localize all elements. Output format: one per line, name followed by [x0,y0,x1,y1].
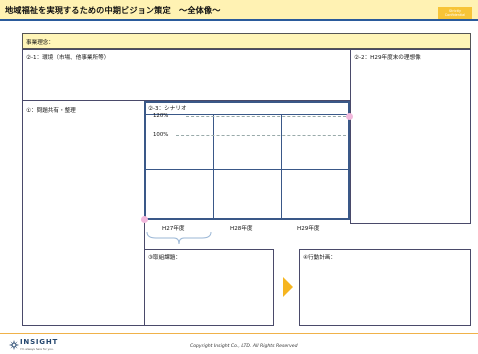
brace-icon [146,231,212,245]
mission-label: 事業理念： [26,40,54,46]
header-band [0,0,478,19]
brand-tagline: I'm always here for you. [20,347,54,351]
insight-logo-icon [8,339,20,351]
tick-100: 100% [153,132,169,138]
tasks-box: ③取組課題： [144,249,274,326]
actions-label: ④行動計画： [303,255,336,261]
issues-box: ①：問題共有・整理 [22,100,145,326]
year-label-h29: H29年度 [297,226,320,232]
scenario-100-gridline [176,135,346,136]
scenario-col-divider-1 [213,114,214,218]
issues-label: ①：問題共有・整理 [26,108,76,114]
year-label-h28: H28年度 [230,226,253,232]
brand-name: INSIGHT [20,338,59,346]
scenario-label: ②-3：シナリオ [148,106,187,112]
ideal-box: ②-2：H29年度末の理想像 [350,49,471,224]
confidential-badge: Strictly Confidential [438,7,472,20]
ideal-label: ②-2：H29年度末の理想像 [354,55,421,61]
footer-rule [0,333,478,334]
arrow-right-icon [283,277,293,297]
tick-120: 120% [153,113,169,119]
copyright-text: Copyright Insight Co., LTD. All Rights R… [190,344,298,349]
badge-line-2: Confidential [444,13,466,18]
actions-box: ④行動計画： [299,249,471,326]
year-label-h27: H27年度 [162,226,185,232]
scenario-120-gridline [186,116,346,117]
badge-line-1: Strictly [449,9,461,13]
marker-dot-top-right [346,113,353,120]
header-rule [0,19,478,21]
scenario-top-divider [146,114,348,115]
environment-box: ②-1：環境（市場、他事業所等） [22,49,351,101]
scenario-col-divider-2 [281,114,282,218]
scenario-frame: ②-3：シナリオ 120% 100% [144,101,350,220]
mission-box: 事業理念： [22,33,471,49]
page-title: 地域福祉を実現するための中期ビジョン策定 ～全体像～ [5,5,221,15]
scenario-mid-divider [146,169,348,170]
tasks-label: ③取組課題： [148,255,181,261]
marker-dot-bottom-left [141,216,148,223]
environment-label: ②-1：環境（市場、他事業所等） [26,55,110,61]
